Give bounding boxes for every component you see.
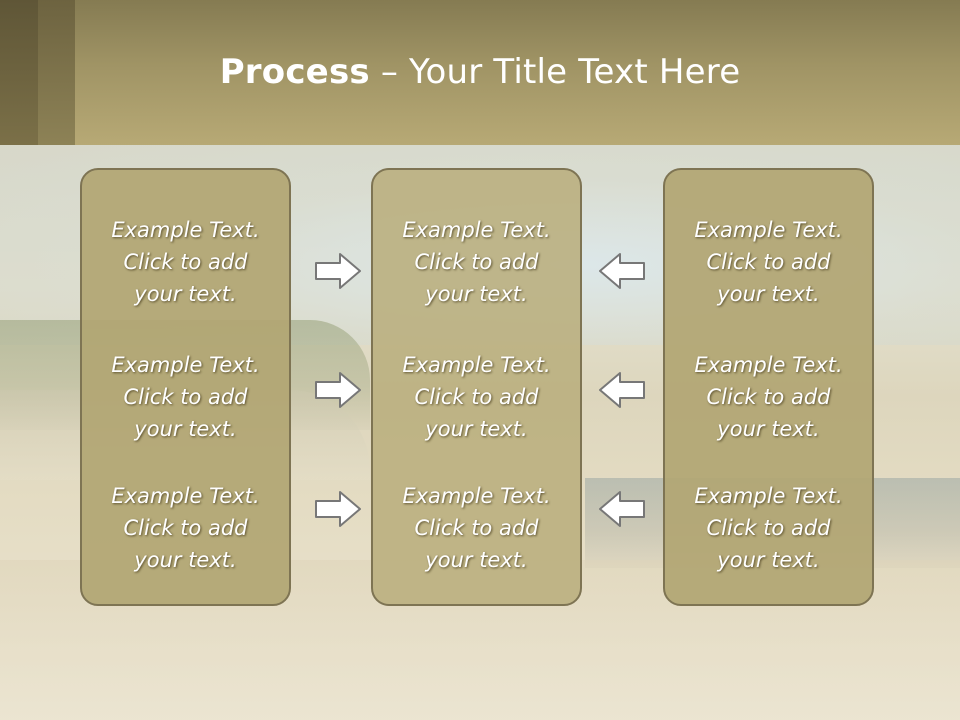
right-arrow-icon [314, 371, 362, 409]
title-bar: Process – Your Title Text Here [0, 0, 960, 145]
text-placeholder[interactable]: Example Text. Click to add your text. [402, 218, 551, 306]
left-arrow-icon [598, 252, 646, 290]
text-placeholder[interactable]: Example Text. Click to add your text. [402, 484, 551, 572]
text-placeholder[interactable]: Example Text. Click to add your text. [402, 353, 551, 441]
text-placeholder[interactable]: Example Text. Click to add your text. [694, 353, 843, 441]
text-placeholder[interactable]: Example Text. Click to add your text. [694, 484, 843, 572]
text-box-left[interactable]: Example Text. Click to add your text. Ex… [80, 168, 291, 606]
slide-title-bold: Process [219, 52, 370, 92]
header-accent-strip [0, 0, 38, 145]
slide-title-rest: – Your Title Text Here [369, 52, 741, 92]
text-placeholder[interactable]: Example Text. Click to add your text. [694, 218, 843, 306]
right-arrow-icon [314, 252, 362, 290]
right-arrow-icon [314, 490, 362, 528]
left-arrow-icon [598, 371, 646, 409]
text-placeholder[interactable]: Example Text. Click to add your text. [111, 353, 260, 441]
slide-title[interactable]: Process – Your Title Text Here [0, 52, 960, 92]
text-box-center[interactable]: Example Text. Click to add your text. Ex… [371, 168, 582, 606]
text-box-right[interactable]: Example Text. Click to add your text. Ex… [663, 168, 874, 606]
text-placeholder[interactable]: Example Text. Click to add your text. [111, 218, 260, 306]
left-arrow-icon [598, 490, 646, 528]
text-placeholder[interactable]: Example Text. Click to add your text. [111, 484, 260, 572]
header-accent-strip [38, 0, 75, 145]
